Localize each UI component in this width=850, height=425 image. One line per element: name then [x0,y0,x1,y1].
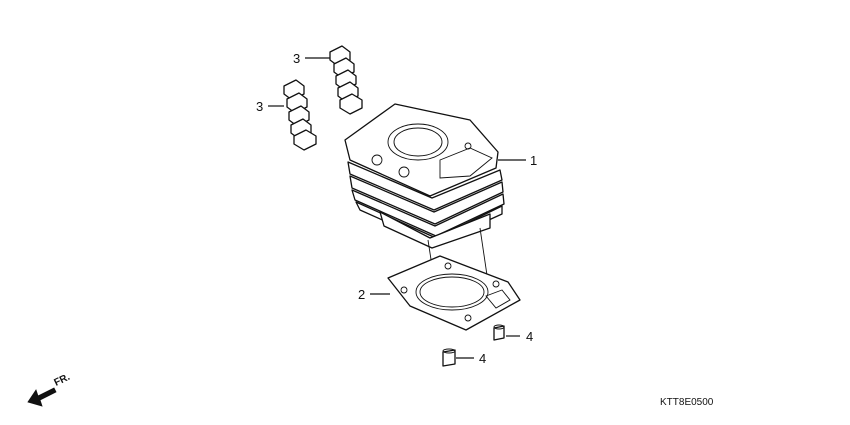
front-direction-arrow-icon [27,387,57,407]
callout-dowel-left: 4 [479,351,486,366]
cylinder-body [344,103,505,249]
callout-gasket: 2 [358,287,365,302]
alignment-line-right [479,227,489,283]
callout-cylinder: 1 [530,153,537,168]
cylinder-base-gasket [387,255,521,331]
diagram-code: KTT8E0500 [660,397,714,408]
callout-dowel-right: 4 [526,329,533,344]
front-direction-label: FR. [52,372,71,389]
rubber-damper-upper [329,45,363,115]
dowel-pin-right [493,324,505,341]
rubber-damper-lower [283,79,317,151]
callout-rubber-lower: 3 [256,99,263,114]
callout-rubber-upper: 3 [293,51,300,66]
dowel-pin-left [442,348,456,367]
